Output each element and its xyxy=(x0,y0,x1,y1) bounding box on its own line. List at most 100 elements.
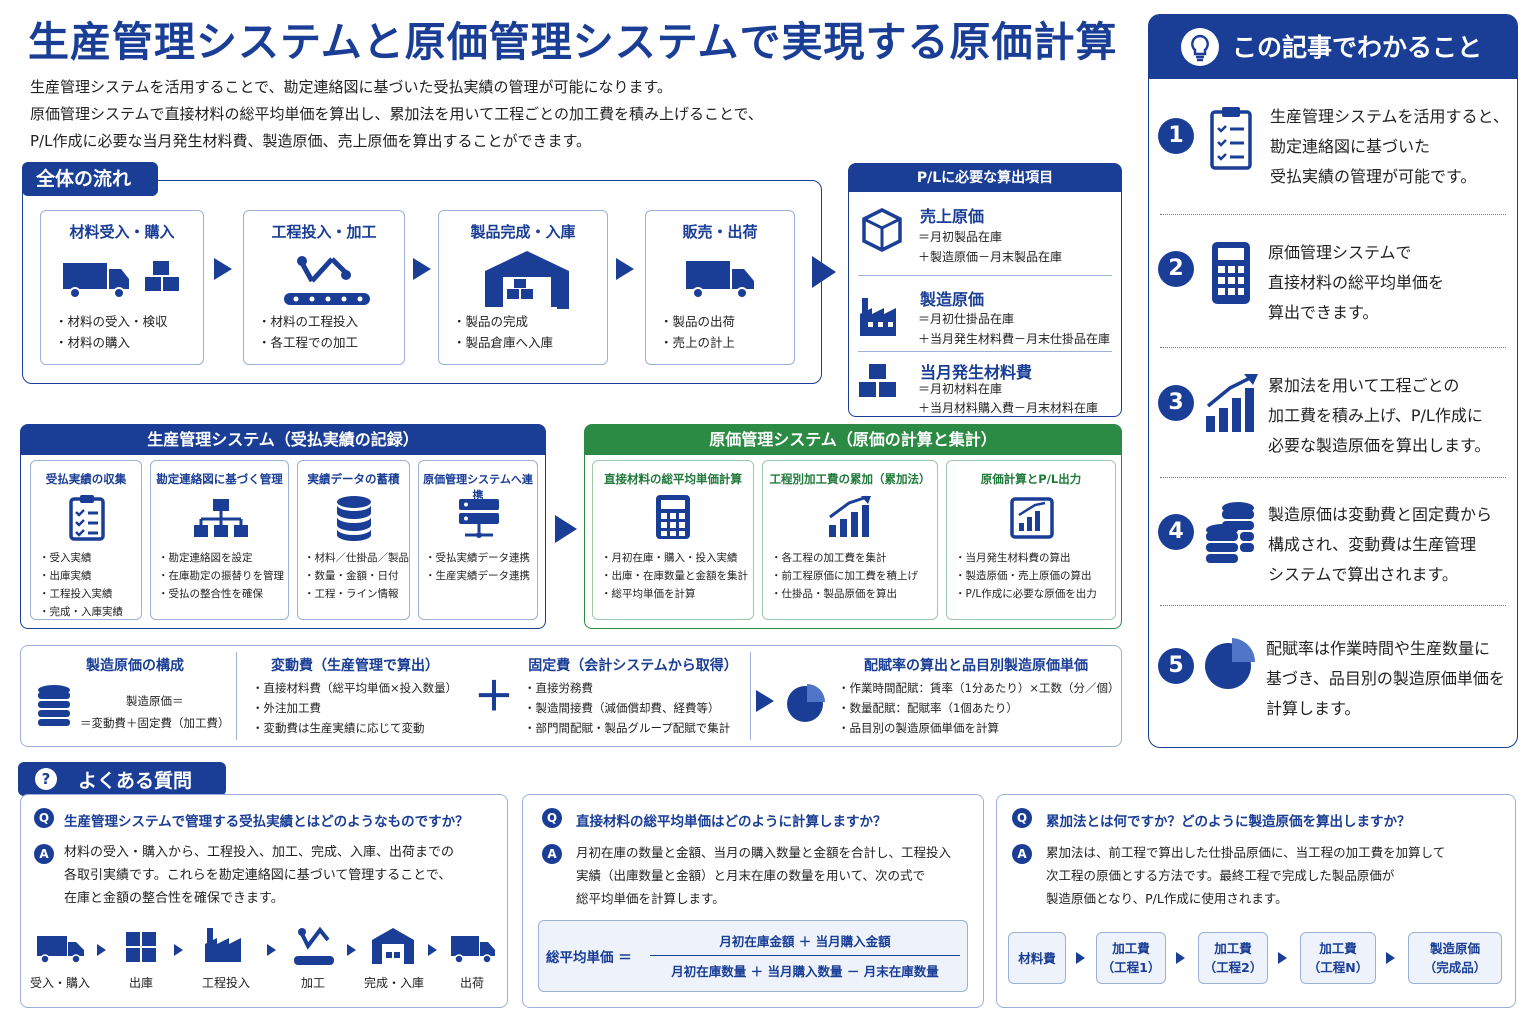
step-title: 製品完成・入庫 xyxy=(470,223,576,241)
growth-chart-icon xyxy=(829,495,871,537)
process-label: 製造原価 xyxy=(1429,941,1480,956)
server-icon xyxy=(459,499,499,538)
pl-item-line: ＋当月発生材料費－月末仕掛品在庫 xyxy=(918,332,1111,346)
process-sublabel: （工程2） xyxy=(1203,960,1263,975)
allocation-item: ・作業時間配賦：賃率（1分あたり）×工数（分／個） xyxy=(838,681,1120,695)
database-icon xyxy=(337,496,371,541)
composition-formula: 製造原価＝ xyxy=(126,694,184,708)
step-title: 販売・出荷 xyxy=(682,223,758,241)
card-bullet: ・受払の整合性を確保 xyxy=(158,588,263,600)
report-chart-icon xyxy=(1010,497,1054,539)
org-chart-icon xyxy=(194,499,248,537)
faq-question: 累加法とは何ですか？どのように製造原価を算出しますか？ xyxy=(1046,814,1411,830)
factory-icon xyxy=(860,298,896,336)
step-bullet: ・製品の出荷 xyxy=(660,314,736,329)
divider xyxy=(236,652,237,740)
faq-card xyxy=(20,794,508,1008)
production-card-collect: 受払実績の収集 ・受入実績 ・出庫実績 ・工程投入実績 ・完成・入庫実績 xyxy=(30,460,142,620)
sidebar-item-text: 構成され、変動費は生産管理 xyxy=(1268,535,1477,554)
divider xyxy=(1160,347,1506,348)
process-sublabel: （完成品） xyxy=(1423,960,1487,975)
coins-icon xyxy=(38,685,70,726)
faq-flow-label: 受入・購入 xyxy=(29,976,90,990)
pl-item-line: ＝月初材料在庫 xyxy=(918,382,1003,396)
card-bullet: ・在庫勘定の振替りを管理 xyxy=(158,570,284,582)
step-bullet: ・各工程での加工 xyxy=(258,335,359,350)
flow-step-sales: 販売・出荷 ・製品の出荷 ・売上の計上 xyxy=(645,210,795,365)
calculator-icon xyxy=(656,495,690,539)
card-bullet: ・数量・金額・日付 xyxy=(304,570,399,582)
divider xyxy=(1160,477,1506,478)
arrow-icon xyxy=(347,944,356,956)
flow-step-material: 材料受入・購入 ・材料の受入・検収 ・材料の購入 xyxy=(40,210,204,365)
box-icon xyxy=(862,208,902,252)
sidebar-item-text: 勘定連絡図に基づいた xyxy=(1270,137,1431,156)
faq-answer: 製造原価となり、P/L作成に使用されます。 xyxy=(1046,891,1288,906)
card-bullet: ・出庫実績 xyxy=(39,570,92,582)
card-bullet: ・当月発生材料費の算出 xyxy=(955,552,1071,564)
divider xyxy=(750,652,751,740)
card-title: 実績データの蓄積 xyxy=(307,472,400,486)
faq-flow-label: 工程投入 xyxy=(201,976,250,990)
faq-flow-label: 完成・入庫 xyxy=(363,976,424,990)
pl-item-title: 製造原価 xyxy=(920,290,985,309)
sidebar-item-text: 製造原価は変動費と固定費から xyxy=(1268,505,1493,524)
pl-item-title: 売上原価 xyxy=(920,207,985,226)
card-bullet: ・P/L作成に必要な原価を出力 xyxy=(955,588,1097,600)
robot-arm-icon xyxy=(294,926,334,965)
composition-formula: ＝変動費＋固定費（加工費） xyxy=(80,716,230,730)
number-badge: 5 xyxy=(1158,648,1194,684)
card-bullet: ・生産実績データ連携 xyxy=(425,570,530,582)
number-badge: 1 xyxy=(1158,118,1194,154)
process-box-material: 材料費 xyxy=(1008,932,1066,984)
arrow-icon xyxy=(555,515,577,543)
arrow-icon xyxy=(812,256,836,288)
coins-icon xyxy=(1206,502,1254,563)
faq-title: よくある質問 xyxy=(78,770,193,792)
cost-card-pl: 原価計算とP/L出力 ・当月発生材料費の算出 ・製造原価・売上原価の算出 ・P/… xyxy=(946,460,1116,620)
formula-label: 総平均単価 ＝ xyxy=(546,950,632,966)
robot-arm-icon xyxy=(284,256,370,305)
faq-answer: 各取引実績です。これらを勘定連絡図に基づいて管理することで、 xyxy=(64,868,452,883)
cost-header: 原価管理システム（原価の計算と集計） xyxy=(585,425,1121,455)
number-badge: 2 xyxy=(1158,251,1194,287)
variable-cost-item: ・外注加工費 xyxy=(252,701,321,715)
checklist-icon xyxy=(1210,107,1252,170)
growth-chart-icon xyxy=(1206,374,1258,432)
step-title: 工程投入・加工 xyxy=(271,223,377,241)
pl-item-title: 当月発生材料費 xyxy=(920,363,1033,382)
step-bullet: ・材料の購入 xyxy=(55,335,131,350)
factory-icon xyxy=(205,928,241,962)
fixed-cost-item: ・直接労務費 xyxy=(524,681,593,695)
arrow-icon xyxy=(214,258,232,280)
question-badge: Q xyxy=(1012,808,1032,828)
svg-text:?: ? xyxy=(42,770,51,788)
variable-cost-item: ・変動費は生産実績に応じて変動 xyxy=(252,721,425,735)
pl-header: P/Lに必要な算出項目 xyxy=(849,164,1121,192)
process-label: 加工費 xyxy=(1319,941,1357,956)
summary-sidebar xyxy=(1148,14,1518,748)
answer-badge: A xyxy=(542,844,562,864)
composition-section xyxy=(20,645,1122,747)
flow-step-process: 工程投入・加工 ・材料の工程投入 ・各工程での加工 xyxy=(243,210,405,365)
step-bullet: ・売上の計上 xyxy=(660,335,736,350)
number-badge: 4 xyxy=(1158,514,1194,550)
flow-step-complete: 製品完成・入庫 ・製品の完成 ・製品倉庫へ入庫 xyxy=(438,210,608,365)
card-bullet: ・材料／仕掛品／製品 xyxy=(304,552,409,564)
warehouse-icon xyxy=(372,928,414,964)
truck-icon xyxy=(451,936,495,964)
card-bullet: ・出庫・在庫数量と金額を集計 xyxy=(601,570,748,582)
arrow-icon xyxy=(97,944,106,956)
warehouse-icon xyxy=(485,251,569,309)
production-header: 生産管理システム（受払実績の記録） xyxy=(21,425,545,455)
allocation-item: ・品目別の製造原価単価を計算 xyxy=(838,721,999,735)
intro-line: 生産管理システムを活用することで、勘定連絡図に基づいた受払実績の管理が可能になり… xyxy=(30,78,673,96)
card-bullet: ・工程投入実績 xyxy=(39,588,113,600)
sidebar-item-text: 基づき、品目別の製造原価単価を xyxy=(1266,669,1505,688)
faq-answer: 材料の受入・購入から、工程投入、加工、完成、入庫、出荷までの xyxy=(64,845,455,860)
arrow-icon xyxy=(174,944,183,956)
question-badge: Q xyxy=(542,808,562,828)
formula-box xyxy=(538,920,968,992)
faq-question: 直接材料の総平均単価はどのように計算しますか？ xyxy=(576,814,887,830)
process-box-step1: 加工費 （工程1） xyxy=(1096,932,1166,984)
